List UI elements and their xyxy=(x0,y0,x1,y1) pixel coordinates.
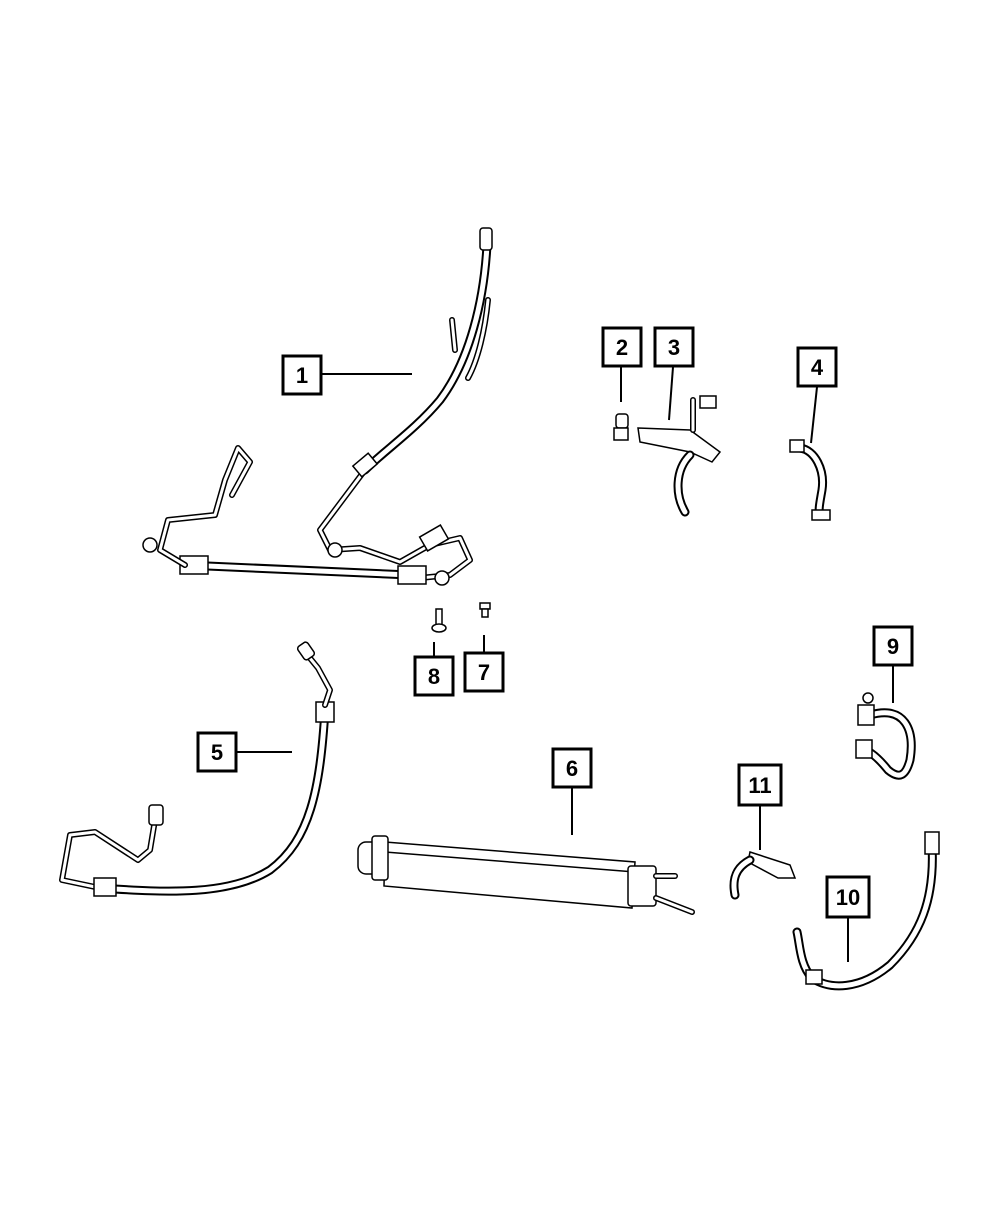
callout-label-7: 7 xyxy=(478,660,490,685)
part-10-hose xyxy=(792,831,940,991)
callout-label-1: 1 xyxy=(296,363,308,388)
callout-label-11: 11 xyxy=(748,773,771,798)
callout-3: 3 xyxy=(653,326,695,421)
part-9-hose xyxy=(855,692,916,780)
part-5-return-hose xyxy=(59,641,335,897)
callout-2: 2 xyxy=(601,326,643,402)
callout-5: 5 xyxy=(196,731,292,773)
callout-label-10: 10 xyxy=(836,885,860,910)
callout-8: 8 xyxy=(413,642,455,697)
part-4-hose xyxy=(789,439,831,521)
callout-10: 10 xyxy=(825,875,871,962)
callout-1: 1 xyxy=(281,354,412,396)
part-7-screw xyxy=(479,602,491,618)
part-3-bracket xyxy=(637,395,722,517)
callout-label-2: 2 xyxy=(616,335,628,360)
callout-7: 7 xyxy=(463,635,505,693)
callout-11: 11 xyxy=(737,763,783,850)
callout-label-6: 6 xyxy=(566,756,578,781)
callout-label-8: 8 xyxy=(428,664,440,689)
part-6-cooler xyxy=(357,835,695,915)
callout-6: 6 xyxy=(551,747,593,835)
callout-label-4: 4 xyxy=(811,355,824,380)
part-2-fitting xyxy=(613,413,629,441)
part-8-bolt xyxy=(431,608,447,633)
callout-label-5: 5 xyxy=(211,740,223,765)
callout-4: 4 xyxy=(796,346,838,444)
callout-label-9: 9 xyxy=(887,634,899,659)
callout-label-3: 3 xyxy=(668,335,680,360)
callout-9: 9 xyxy=(872,625,914,703)
part-11-bracket xyxy=(729,851,797,900)
part-1-pressure-hose xyxy=(142,227,493,586)
